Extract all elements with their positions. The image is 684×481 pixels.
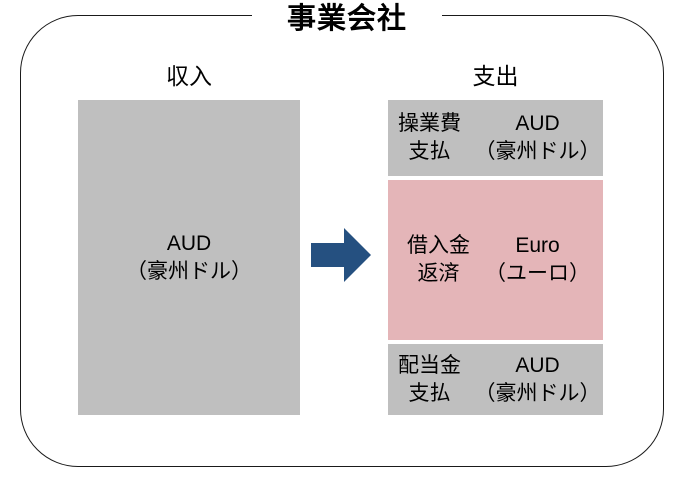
income-currency-code: AUD — [166, 231, 212, 255]
expense-loan-label-line2: 返済 — [417, 262, 460, 285]
expense-operating-label: 操業費 支払 — [391, 110, 469, 165]
expense-operating-currency-name: （豪州ドル） — [474, 140, 601, 163]
expense-loan-currency: Euro （ユーロ） — [484, 232, 592, 287]
income-box: AUD （豪州ドル） — [78, 100, 300, 415]
income-currency-name: （豪州ドル） — [126, 259, 252, 283]
expense-box-operating: 操業費 支払 AUD （豪州ドル） — [388, 100, 603, 176]
frame-title-gap — [252, 6, 442, 32]
expense-dividend-currency-code: AUD — [515, 353, 560, 377]
expense-operating-currency: AUD （豪州ドル） — [475, 110, 601, 165]
expense-operating-label-line1: 操業費 — [398, 112, 461, 136]
expense-loan-currency-name: （ユーロ） — [485, 262, 590, 285]
expense-dividend-label-line2: 支払 — [408, 381, 451, 405]
expense-operating-content: 操業費 支払 AUD （豪州ドル） — [391, 110, 601, 165]
income-currency: AUD （豪州ドル） — [126, 230, 252, 285]
column-heading-expense: 支出 — [472, 63, 519, 89]
expense-loan-currency-code: Euro — [515, 234, 560, 258]
expense-operating-label-line2: 支払 — [408, 140, 451, 163]
expense-loan-content: 借入金 返済 Euro （ユーロ） — [400, 232, 592, 287]
frame-title: 事業会社 — [286, 3, 407, 35]
expense-loan-label-line1: 借入金 — [407, 234, 470, 258]
expense-dividend-currency: AUD （豪州ドル） — [475, 352, 601, 407]
expense-box-loan-repayment: 借入金 返済 Euro （ユーロ） — [388, 180, 603, 340]
expense-box-dividend: 配当金 支払 AUD （豪州ドル） — [388, 344, 603, 415]
expense-dividend-content: 配当金 支払 AUD （豪州ドル） — [391, 352, 601, 407]
expense-dividend-label: 配当金 支払 — [391, 352, 469, 407]
column-heading-income: 収入 — [166, 63, 212, 89]
expense-loan-label: 借入金 返済 — [400, 232, 478, 287]
expense-dividend-currency-name: （豪州ドル） — [474, 381, 601, 405]
flow-arrow-right-icon — [311, 227, 371, 283]
expense-operating-currency-code: AUD — [515, 112, 560, 136]
expense-dividend-label-line1: 配当金 — [398, 353, 461, 377]
